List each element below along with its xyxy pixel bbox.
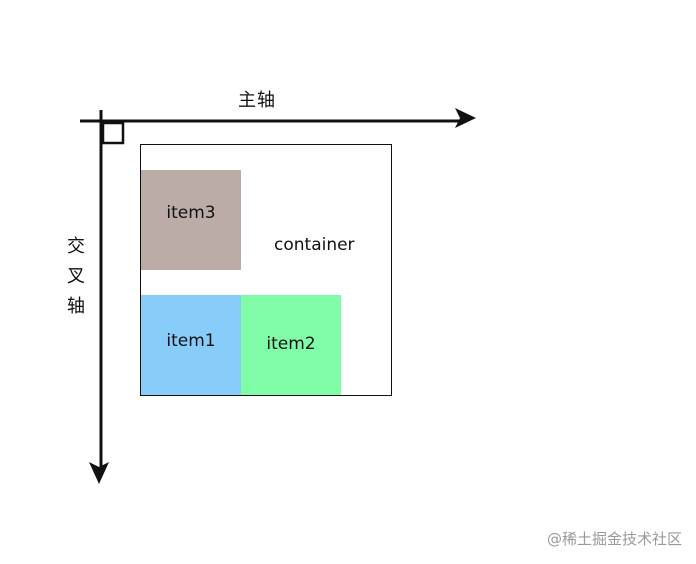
- item2-box: item2: [241, 295, 341, 395]
- cross-axis-arrowhead: [89, 462, 109, 484]
- right-angle-marker: [101, 121, 125, 145]
- cross-axis-label: 交 叉 轴: [66, 232, 86, 322]
- main-axis-arrowhead: [455, 108, 476, 128]
- item2-label: item2: [266, 334, 316, 354]
- cross-axis-char: 叉: [67, 266, 85, 287]
- main-axis-label: 主轴: [238, 90, 276, 111]
- item3-box: item3: [141, 170, 241, 270]
- item1-box: item1: [141, 295, 241, 395]
- item1-label: item1: [166, 331, 216, 351]
- cross-axis-char: 交: [67, 236, 85, 257]
- watermark: @稀土掘金技术社区: [546, 530, 682, 548]
- item3-label: item3: [166, 203, 216, 223]
- cross-axis-char: 轴: [67, 296, 85, 317]
- flex-container: item3 container item1 item2: [140, 144, 392, 396]
- container-label: container: [274, 235, 355, 255]
